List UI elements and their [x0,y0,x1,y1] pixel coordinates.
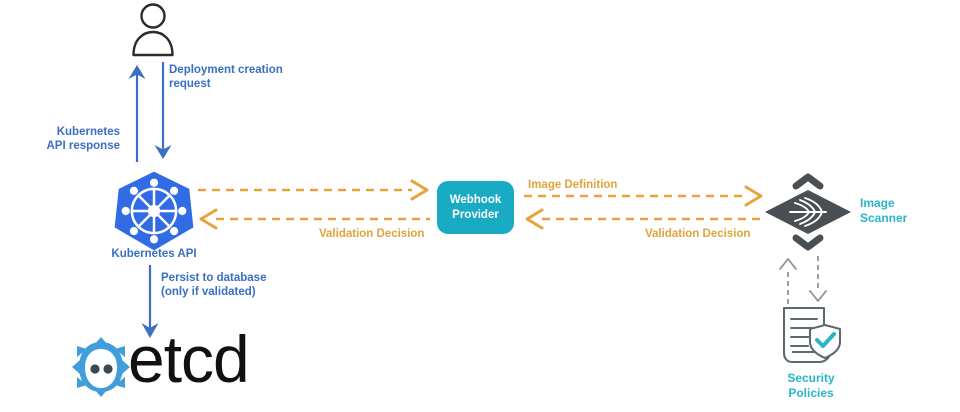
persist-to-etcd-arrow [139,265,161,340]
kubernetes-api-response-arrow [126,62,148,162]
security-policies-label: Security Policies [787,371,835,400]
scanner-to-webhook-arrow [524,208,764,230]
webhook-to-k8s-arrow [198,208,430,230]
persist-to-etcd-label: Persist to database (only if validated) [161,272,267,299]
scanner-policies-up-arrow [778,256,798,304]
image-scanner-label: Image Scanner [860,196,908,225]
security-policies-icon [778,305,844,367]
scanner-to-webhook-label: Validation Decision [645,228,751,240]
user-icon [124,2,182,60]
kubernetes-api-response-label: Kubernetes API response [46,126,121,153]
webhook-to-k8s-label: Validation Decision [319,228,425,240]
etcd-label: etcd [128,322,250,396]
deployment-creation-request-label: Deployment creation request [169,64,283,91]
webhook-provider-node[interactable]: Webhook Provider [437,181,514,234]
kubernetes-api-label: Kubernetes API [111,248,197,260]
webhook-to-scanner-arrow [524,185,764,207]
scanner-policies-down-arrow [808,256,828,304]
image-scanner-icon [762,173,854,251]
image-definition-label: Image Definition [528,179,618,191]
deployment-creation-request-arrow [152,62,174,162]
etcd-icon [70,336,132,398]
k8s-to-webhook-arrow [198,179,430,201]
kubernetes-api-icon [113,170,195,252]
